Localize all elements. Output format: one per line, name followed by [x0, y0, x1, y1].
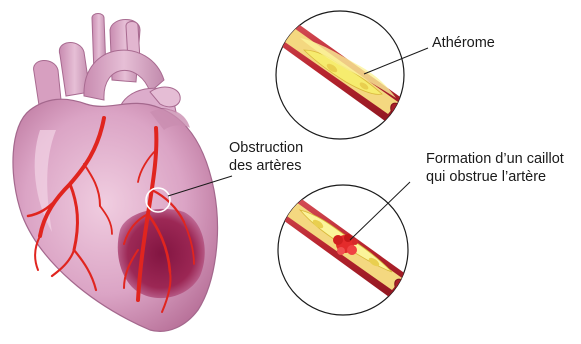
label-caillot-line-1: Formation d’un caillot [426, 150, 564, 168]
label-obstruction-line-2: des artères [229, 157, 303, 175]
label-obstruction-line-1: Obstruction [229, 139, 303, 157]
label-obstruction: Obstruction des artères [229, 139, 303, 175]
label-atherome: Athérome [432, 34, 495, 52]
label-caillot: Formation d’un caillot qui obstrue l’art… [426, 150, 564, 186]
atherosclerotic-artery-icon [270, 11, 415, 139]
artery-clot-icon [272, 185, 419, 315]
heart-illustration [13, 14, 218, 332]
label-caillot-line-2: qui obstrue l’artère [426, 168, 564, 186]
